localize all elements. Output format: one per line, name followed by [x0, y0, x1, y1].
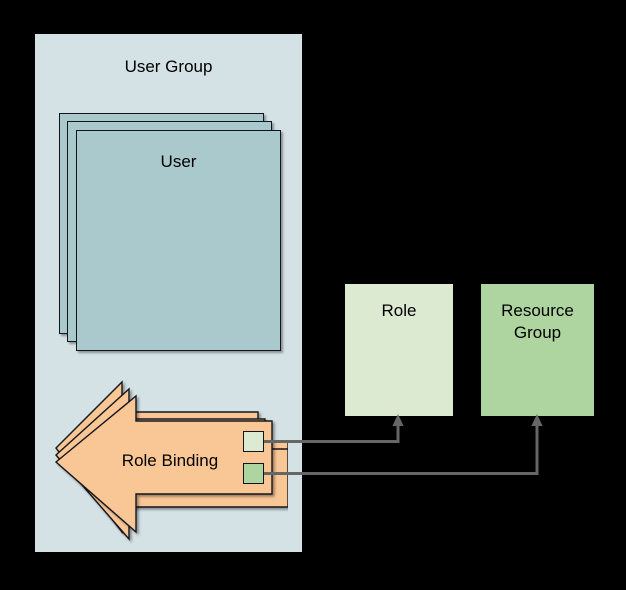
resource-group-node[interactable] — [481, 284, 594, 416]
role-node[interactable] — [345, 284, 453, 416]
role-node-label: Role — [381, 301, 417, 320]
user-group-label: User Group — [124, 57, 213, 76]
role-binding-label: Role Binding — [121, 451, 219, 470]
edge-rolebinding-to-resource-group — [264, 414, 543, 475]
resource-group-port-icon[interactable] — [243, 463, 264, 484]
resource-group-label-line-1: Resource — [501, 301, 574, 320]
resource-group-label-line-2: Group — [513, 323, 562, 342]
user-node[interactable] — [76, 130, 281, 351]
role-binding-node[interactable] — [48, 360, 288, 545]
user-node-label: User — [160, 152, 197, 171]
resource-group-node-label: Resource Group — [481, 300, 594, 344]
role-port-icon[interactable] — [243, 431, 264, 452]
